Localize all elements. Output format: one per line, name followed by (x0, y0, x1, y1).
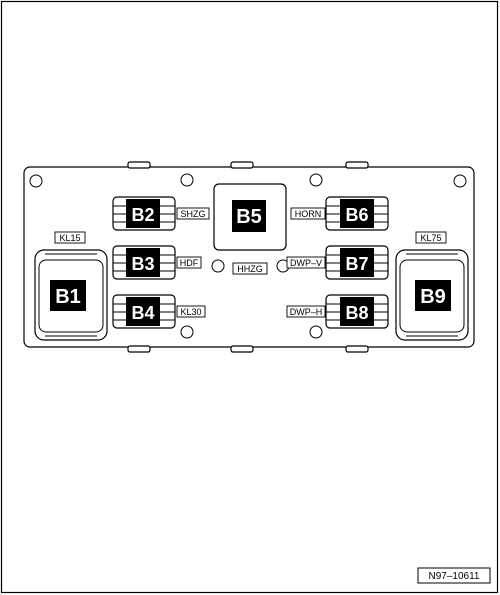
relay-b2-label: B2 (131, 205, 154, 225)
label-dwp-v: DWP–V (290, 258, 322, 268)
mounting-holes (29, 173, 467, 339)
relay-b6-label: B6 (345, 205, 368, 225)
relay-b3-label: B3 (131, 254, 154, 274)
relay-b3: B3 (112, 245, 176, 280)
label-dwp-h: DWP–H (290, 307, 323, 317)
relay-b7: B7 (325, 245, 389, 280)
label-kl75: KL75 (420, 233, 441, 243)
label-kl30: KL30 (180, 307, 201, 317)
relay-b4-label: B4 (131, 303, 154, 323)
relay-b9: B9 (395, 249, 469, 341)
relay-b1: B1 (34, 249, 108, 341)
label-hhzg: HHZG (237, 264, 263, 274)
relay-b7-label: B7 (345, 254, 368, 274)
relay-b4: B4 (112, 294, 176, 329)
relay-b1-label: B1 (55, 286, 81, 308)
relay-b5: B5 (213, 183, 287, 251)
relay-b5-label: B5 (236, 206, 262, 228)
label-shzg: SHZG (180, 209, 205, 219)
relay-b6: B6 (325, 196, 389, 231)
terminal-labels: KL15 KL75 SHZG HDF KL30 HHZG HORN DWP–V … (54, 207, 447, 318)
label-horn: HORN (295, 209, 322, 219)
relay-b8: B8 (325, 294, 389, 329)
relay-b2: B2 (112, 196, 176, 231)
figure-number: N97–10611 (429, 571, 480, 582)
relay-b8-label: B8 (345, 303, 368, 323)
label-kl15: KL15 (59, 233, 80, 243)
figure-number-box (417, 567, 491, 584)
relay-b9-label: B9 (420, 286, 446, 308)
label-hdf: HDF (180, 258, 199, 268)
